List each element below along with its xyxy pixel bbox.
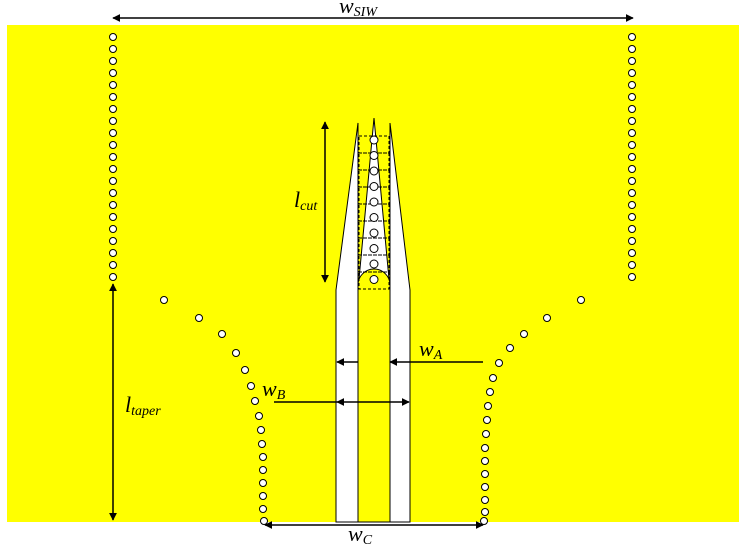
via-right-taper — [577, 296, 585, 304]
via-left-row — [109, 273, 117, 281]
via-left-row — [109, 261, 117, 269]
via-right-taper — [484, 402, 492, 410]
via-right-taper — [486, 388, 494, 396]
via-left-taper — [218, 330, 226, 338]
via-cut-region — [369, 151, 379, 160]
via-left-row — [109, 177, 117, 185]
via-right-row — [628, 249, 636, 257]
via-left-row — [109, 249, 117, 257]
w-c-label: wC — [348, 521, 373, 546]
via-right-row — [628, 81, 636, 89]
w-b-label: wB — [262, 376, 286, 403]
via-right-row — [628, 225, 636, 233]
dimension-lines — [109, 14, 634, 529]
via-right-row — [628, 57, 636, 65]
via-right-taper — [480, 517, 488, 525]
via-right-row — [628, 141, 636, 149]
via-left-row — [109, 213, 117, 221]
via-cut-region — [369, 135, 379, 145]
via-right-taper — [481, 444, 489, 452]
via-left-taper — [260, 517, 268, 525]
via-left-taper — [259, 479, 267, 487]
via-right-row — [628, 237, 636, 245]
via-left-taper — [241, 366, 249, 374]
via-right-taper — [506, 344, 514, 352]
via-left-row — [109, 33, 117, 41]
via-left-taper — [259, 453, 267, 461]
via-left-row — [109, 153, 117, 161]
via-right-taper — [481, 470, 489, 478]
w-a-label: wA — [419, 336, 443, 363]
via-cut-region — [369, 166, 379, 176]
via-left-row — [109, 105, 117, 113]
w-siw-label: wSIW — [339, 0, 378, 20]
l-taper-label: ltaper — [125, 392, 161, 419]
via-left-taper — [255, 412, 263, 420]
via-right-taper — [489, 374, 497, 382]
via-cut-region — [369, 259, 379, 269]
l-cut-label: lcut — [294, 187, 318, 214]
via-left-row — [109, 165, 117, 173]
via-left-taper — [251, 397, 259, 405]
via-right-row — [628, 117, 636, 125]
via-right-taper — [482, 430, 490, 438]
via-left-row — [109, 81, 117, 89]
via-left-taper — [258, 440, 266, 448]
via-right-row — [628, 201, 636, 209]
via-left-row — [109, 237, 117, 245]
via-cut-region — [369, 228, 379, 238]
via-right-row — [628, 45, 636, 53]
via-left-taper — [247, 382, 255, 390]
via-right-taper — [483, 416, 491, 424]
via-right-taper — [543, 314, 551, 322]
via-right-row — [628, 33, 636, 41]
via-right-row — [628, 105, 636, 113]
via-left-taper — [259, 492, 267, 500]
via-left-row — [109, 57, 117, 65]
via-left-taper — [257, 426, 265, 434]
via-right-taper — [481, 508, 489, 516]
via-right-taper — [481, 483, 489, 491]
via-left-taper — [259, 466, 267, 474]
via-right-row — [628, 261, 636, 269]
slot-cutouts — [335, 117, 411, 523]
via-right-row — [628, 129, 636, 137]
via-right-taper — [520, 330, 528, 338]
via-cut-region — [369, 275, 379, 284]
via-right-taper — [481, 457, 489, 465]
via-left-row — [109, 141, 117, 149]
via-array — [109, 33, 636, 525]
center-conductor — [357, 268, 391, 523]
via-right-row — [628, 165, 636, 173]
via-right-row — [628, 213, 636, 221]
via-left-row — [109, 129, 117, 137]
via-right-row — [628, 189, 636, 197]
via-right-row — [628, 93, 636, 101]
via-right-row — [628, 273, 636, 281]
via-right-taper — [481, 496, 489, 504]
via-left-taper — [160, 296, 168, 304]
via-left-row — [109, 117, 117, 125]
via-left-row — [109, 225, 117, 233]
via-right-row — [628, 153, 636, 161]
via-right-row — [628, 69, 636, 77]
cut-cell — [358, 271, 390, 290]
via-right-row — [628, 177, 636, 185]
via-cut-region — [369, 182, 379, 191]
via-left-row — [109, 69, 117, 77]
via-cut-region — [369, 197, 379, 207]
via-right-taper — [495, 359, 503, 367]
via-left-row — [109, 93, 117, 101]
via-left-row — [109, 189, 117, 197]
via-cut-region — [369, 213, 379, 222]
via-left-taper — [195, 314, 203, 322]
via-left-taper — [259, 505, 267, 513]
via-cut-region — [369, 244, 379, 253]
via-left-taper — [232, 349, 240, 357]
via-left-row — [109, 45, 117, 53]
via-left-row — [109, 201, 117, 209]
